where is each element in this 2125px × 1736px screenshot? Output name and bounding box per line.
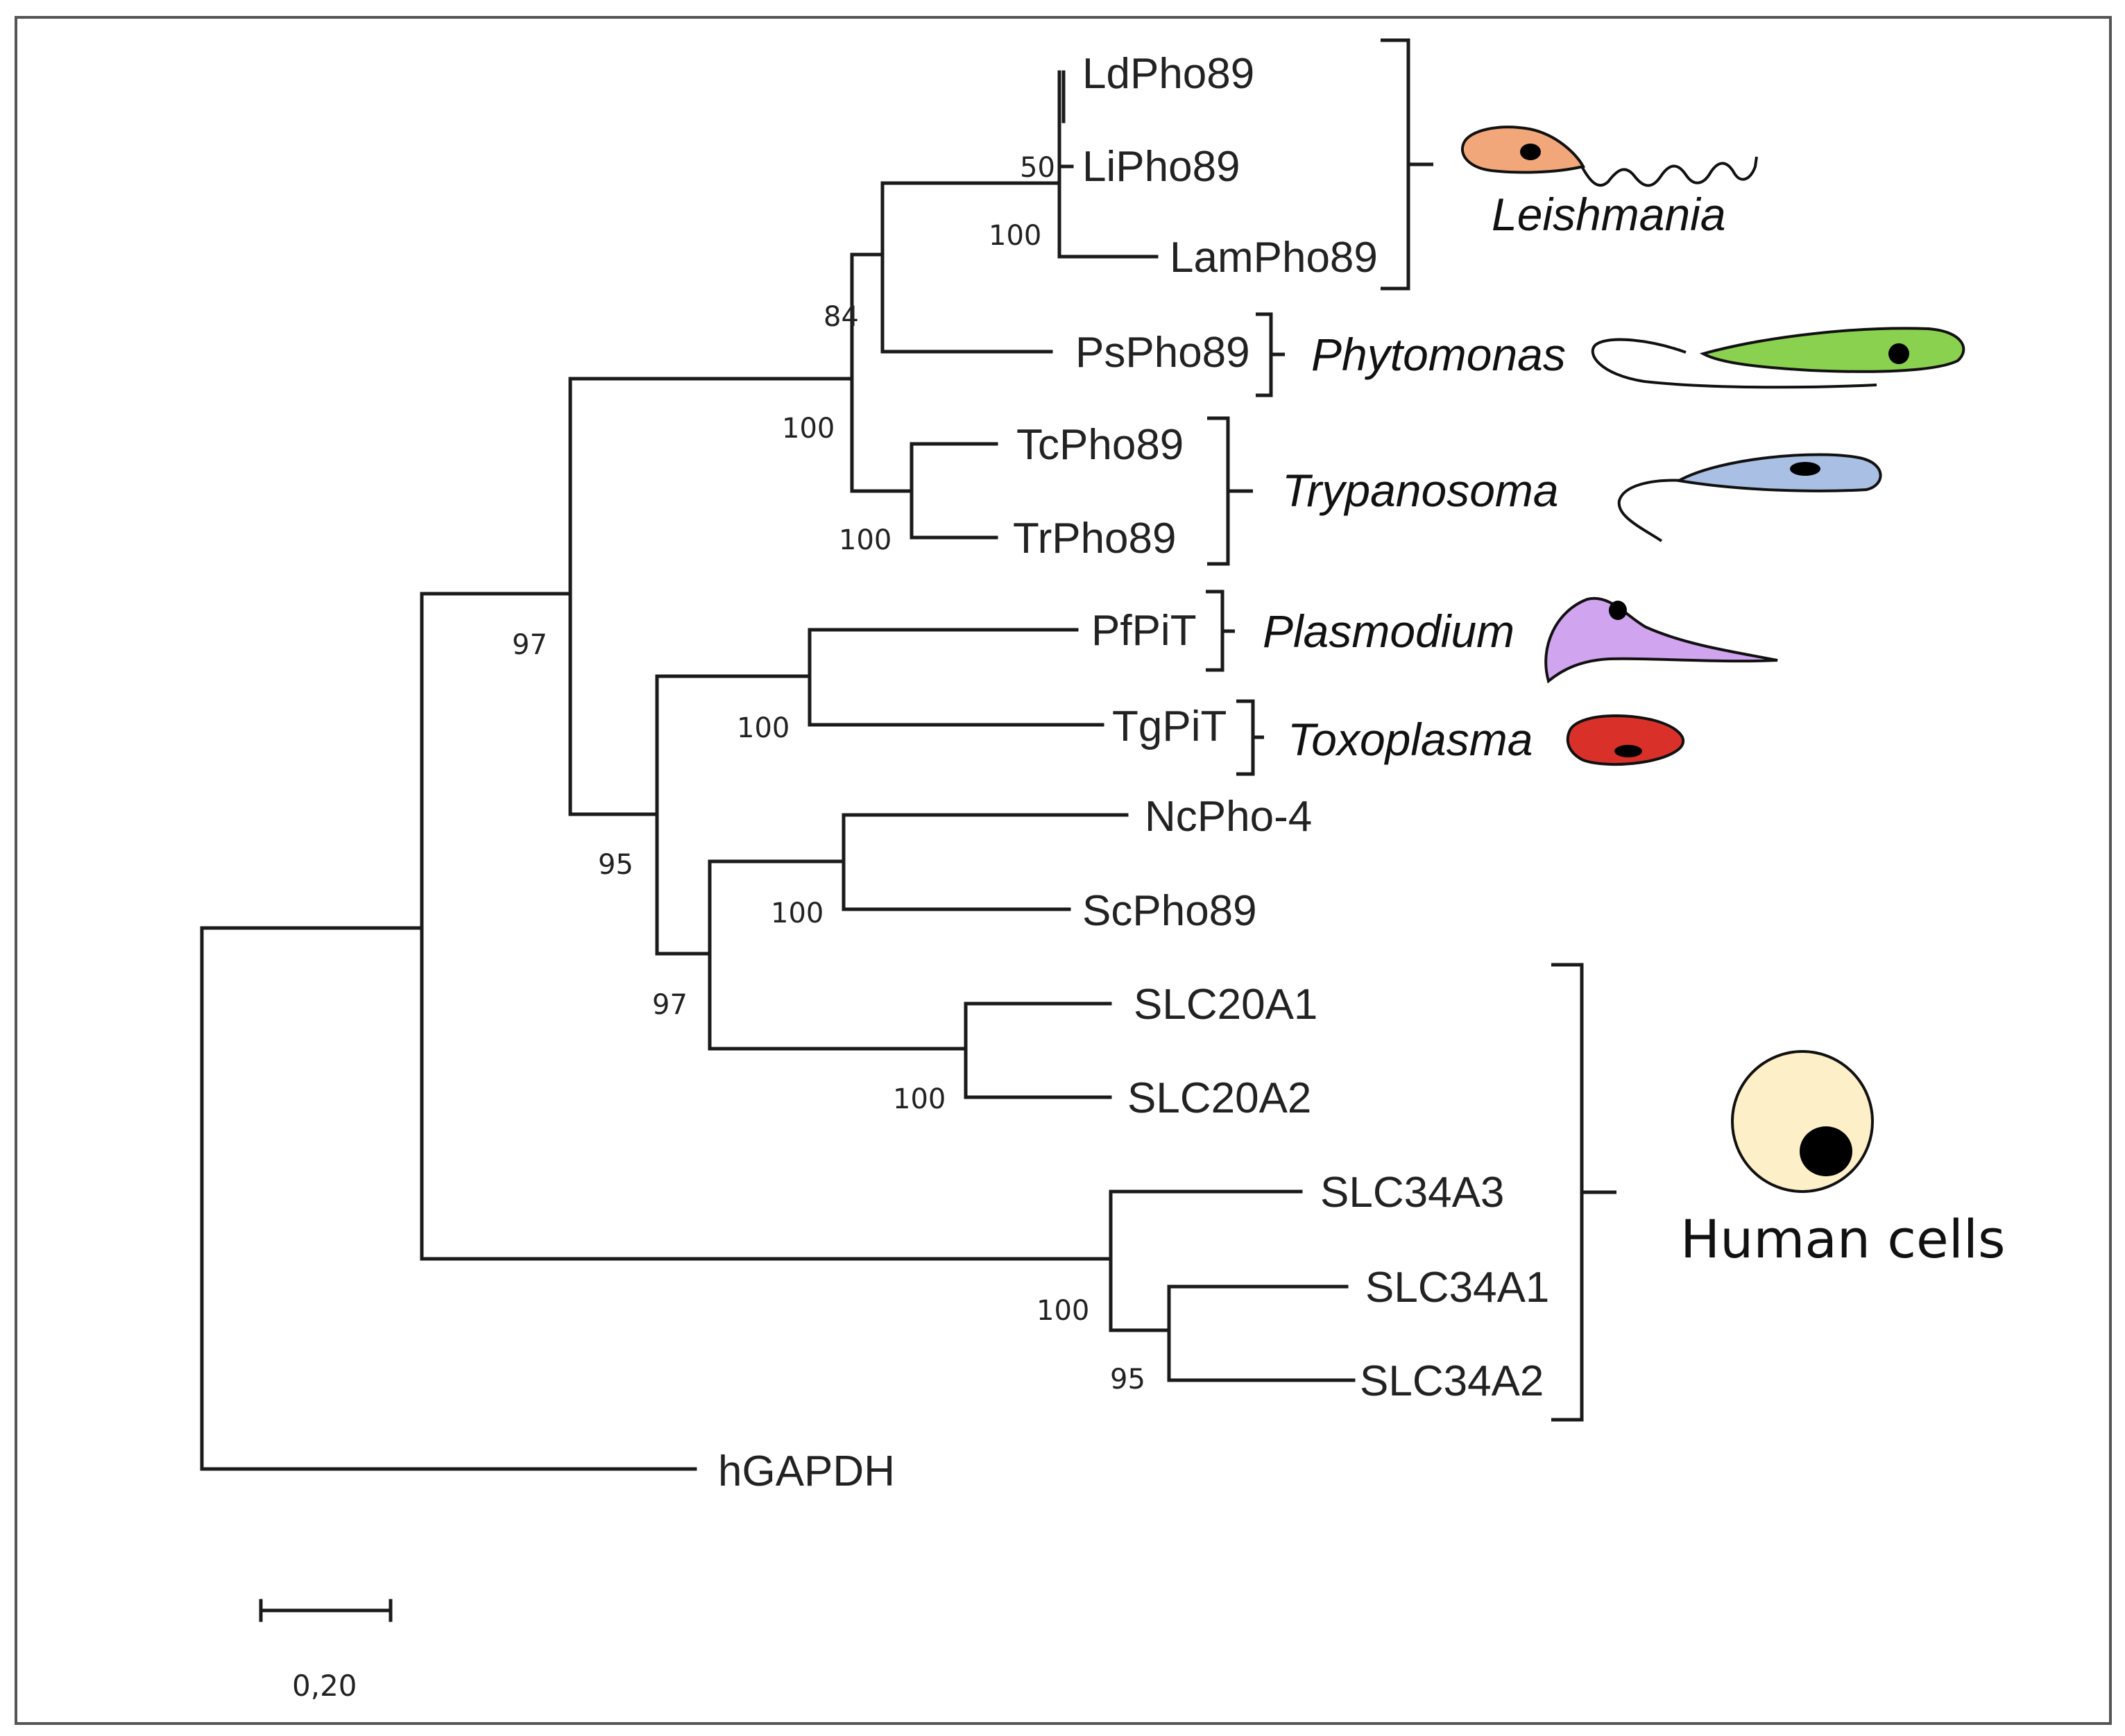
leaf-hgapdh: hGAPDH — [718, 1447, 895, 1495]
scale-bar: 0,20 — [259, 1599, 393, 1703]
leaf-slc20a1: SLC20A1 — [1134, 981, 1317, 1029]
taxon-plasmodium: Plasmodium — [1263, 605, 1514, 657]
support-slc20: 100 — [893, 1083, 946, 1115]
bracket-toxoplasma — [1236, 699, 1264, 776]
taxon-trypanosoma: Trypanosoma — [1282, 465, 1559, 516]
leishmania-icon — [1461, 126, 1758, 187]
leaf-pspho89: PsPho89 — [1075, 329, 1250, 377]
bracket-human-cells — [1551, 963, 1616, 1422]
leaf-pfpit: PfPiT — [1091, 607, 1197, 655]
scale-bar-label: 0,20 — [292, 1669, 357, 1703]
bracket-phytomonas — [1256, 312, 1285, 397]
support-fungi: 100 — [771, 897, 823, 929]
plasmodium-icon — [1544, 596, 1778, 684]
toxoplasma-icon — [1566, 714, 1685, 766]
support-values: 50 100 84 100 100 97 100 95 100 97 100 1… — [512, 152, 1145, 1395]
leaf-slc20a2: SLC20A2 — [1127, 1074, 1311, 1122]
trypanosoma-icon — [1617, 453, 1882, 542]
figure-frame — [15, 16, 2112, 1725]
taxon-phytomonas: Phytomonas — [1311, 329, 1566, 380]
taxon-human-cells: Human cells — [1680, 1208, 2006, 1270]
support-main-clade: 97 — [512, 629, 547, 661]
support-trypanosoma: 100 — [839, 524, 891, 556]
support-leish-clade: 100 — [989, 220, 1041, 252]
leaf-trpho89: TrPho89 — [1013, 515, 1177, 562]
taxon-toxoplasma: Toxoplasma — [1288, 714, 1533, 765]
support-kinetoplastid: 100 — [782, 413, 835, 445]
taxon-leishmania: Leishmania — [1492, 189, 1726, 240]
support-fungi-slc20: 97 — [652, 989, 688, 1021]
leaf-slc34a1: SLC34A1 — [1365, 1264, 1549, 1312]
leaf-ldpho89: LdPho89 — [1082, 50, 1254, 98]
support-slc34a1-a2: 95 — [1110, 1364, 1145, 1395]
leaf-ncpho4: NcPho-4 — [1145, 793, 1312, 841]
leaf-tgpit: TgPiT — [1112, 703, 1227, 750]
bracket-plasmodium — [1206, 590, 1235, 672]
phytomonas-icon — [1591, 327, 1965, 389]
bracket-trypanosoma — [1207, 416, 1253, 566]
leaf-lampho89: LamPho89 — [1170, 234, 1378, 282]
support-leish-phyto: 84 — [823, 301, 859, 333]
support-leish-inner: 50 — [1020, 152, 1055, 184]
support-apicomplexa: 100 — [737, 712, 790, 744]
taxon-names: Leishmania Phytomonas Trypanosoma Plasmo… — [1263, 189, 2006, 1270]
tree-branches — [200, 70, 1356, 1471]
leaf-slc34a3: SLC34A3 — [1320, 1169, 1504, 1217]
leaf-slc34a2: SLC34A2 — [1360, 1357, 1544, 1405]
bracket-leishmania — [1381, 38, 1433, 291]
leaf-scpho89: ScPho89 — [1082, 887, 1257, 935]
human-cell-icon — [1731, 1050, 1874, 1193]
organism-illustrations — [1461, 126, 1965, 1193]
support-slc34: 100 — [1036, 1295, 1089, 1327]
leaf-tcpho89: TcPho89 — [1016, 421, 1184, 469]
leaf-labels: LdPho89 LiPho89 LamPho89 PsPho89 TcPho89… — [718, 50, 1549, 1495]
clade-brackets — [1206, 38, 1616, 1422]
leaf-lipho89: LiPho89 — [1082, 143, 1240, 191]
support-apico-group: 95 — [598, 849, 633, 881]
